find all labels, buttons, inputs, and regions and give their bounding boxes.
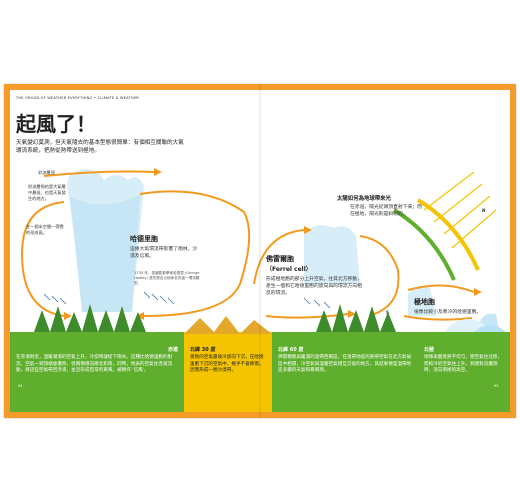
book-gutter xyxy=(259,84,261,418)
sun-text: 在赤道，陽光從頭頂直射下來；而在極地，陽光則是斜射的。 xyxy=(350,205,422,217)
page-number-right: 95 xyxy=(494,384,499,388)
ferrel-subtitle: （Ferrel cell） xyxy=(266,266,312,273)
book-spread: THE ORIGIN OF WEATHER EVERYTHING • CLIMA… xyxy=(4,84,516,418)
ferrel-text: 形成極地胞的部分上升空氣，往其北方移動，產生一個和它哈德里胞的旋向與的環流方向相… xyxy=(266,277,362,296)
polar-band-text: 地球表面受熱不均勻，使空氣往北移，而較冷的空氣往上升，到達對流層頂時，流向南極的… xyxy=(424,355,503,374)
sun-s-label: S xyxy=(386,310,390,315)
lat30-band: 北緯 30 度 受熱的空氣最後冷卻向下沉，在哈德里胞下沉的空氣中，幾乎不會降雨，… xyxy=(184,340,272,410)
page-title: 起風了！ xyxy=(16,112,96,136)
sun-title: 太陽如何為地球帶來光 xyxy=(337,196,391,202)
lat60-band: 北緯 60 度 佛雷爾胞與暖濕的溫帶西風區，在溫帶地區的熱帶空氣在北方氣候區中相… xyxy=(272,340,418,410)
polar-band: 北極 地球表面受熱不均勻，使空氣往北移，而較冷的空氣往上升，到達對流層頂時，流向… xyxy=(418,340,510,410)
page-number-left: 94 xyxy=(18,384,23,388)
ferrel-title: 佛雷爾胞 xyxy=(266,255,294,263)
sun-n-label: N xyxy=(482,208,486,213)
cloud-note: 在一個半空間一帶雲的形成區。 xyxy=(26,224,64,235)
equator-band: 赤道 在赤道附近，溫暖潮濕的空氣上升，冷卻時凝結下雨水。這種比哈德里胞的對流，空… xyxy=(10,340,184,410)
hadley-title: 哈德里胞 xyxy=(130,235,158,243)
troposphere-label: 對流層指的是大氣層中最低、也是天氣發生的地方。 xyxy=(28,184,66,201)
running-header: THE ORIGIN OF WEATHER EVERYTHING • CLIMA… xyxy=(16,96,139,100)
equator-text: 在赤道附近，溫暖潮濕的空氣上升，冷卻時凝結下雨水。這種比哈德里胞的對流，空氣一到… xyxy=(16,355,173,374)
lat60-title: 北緯 60 度 xyxy=(278,347,304,353)
equator-title: 赤道 xyxy=(167,347,178,353)
atmosphere-diagram xyxy=(4,84,516,418)
hadley-note: 1735 年，英國氣象學家哈德里 (George Hadley) 首先提出以他命… xyxy=(134,271,200,285)
polar-band-title: 北極 xyxy=(424,347,435,353)
intro-text: 天氣變幻莫測，但天氣隨去的基本型態很簡單：有個相互關聯的大氣環流系統，把熱從熱帶… xyxy=(16,140,184,154)
lat30-text: 受熱的空氣最後冷卻向下沉，在哈德里胞下沉的空氣中，幾乎不會降雨，因而形成一圈沙漠… xyxy=(190,355,264,374)
hadley-text: 這條大氣環流帶影響了雨林，沙漠及信風。 xyxy=(130,247,198,259)
jet-label: 對流層頂 xyxy=(38,170,55,175)
lat30-title: 北緯 30 度 xyxy=(190,347,216,353)
lat60-text: 佛雷爾胞與暖濕的溫帶西風區，在溫帶地區的熱帶空氣在北方氣候區中相遇，冷空氣與溫暖… xyxy=(278,355,412,374)
polar-cell-text: 很像比較小及寒冷的哈德里胞。 xyxy=(414,310,482,315)
polar-cell-title: 極地胞 xyxy=(414,298,435,306)
